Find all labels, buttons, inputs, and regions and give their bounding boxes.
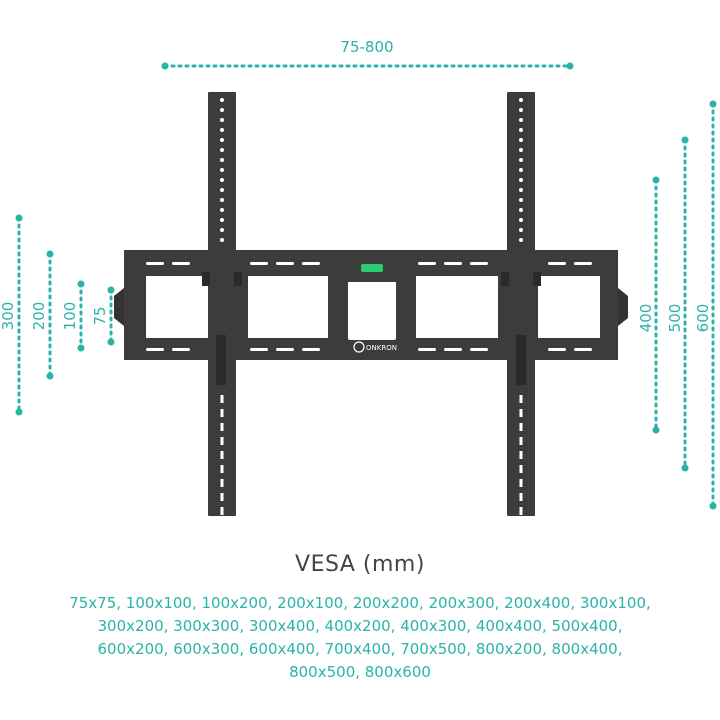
arm-hole [220,238,224,242]
arm-hole [519,208,523,212]
arm-slot [220,437,224,445]
arm-slot [519,409,523,417]
arm-hole [220,168,224,172]
height-label-300: 300 [0,302,17,331]
plate-slots-bottom [146,348,592,351]
arm-slot [220,465,224,473]
vesa-sizes-line: 600x200, 600x300, 600x400, 700x400, 700x… [97,640,623,658]
arm-slot [519,437,523,445]
brand-logo-text: ONKRON [366,344,397,352]
arm-hole [519,128,523,132]
arm-hole [519,148,523,152]
arm-slot [220,507,224,515]
arm-slot [519,423,523,431]
wall-plate: ONKRON [114,250,628,360]
arm-slot [220,451,224,459]
arm-hole [220,208,224,212]
vesa-sizes-line: 300x200, 300x300, 300x400, 400x200, 400x… [97,617,623,635]
arm-slot [220,395,224,403]
arm-hole [519,168,523,172]
width-dimension: 75-800 [161,38,574,70]
arm-hole [220,228,224,232]
vesa-sizes-list: 75x75, 100x100, 100x200, 200x100, 200x20… [0,592,720,684]
vesa-sizes-line: 75x75, 100x100, 100x200, 200x100, 200x20… [69,594,651,612]
arm-slot [220,409,224,417]
height-label-500: 500 [666,304,684,333]
arm-hole [220,198,224,202]
arm-hole [519,188,523,192]
height-label-75: 75 [91,306,109,325]
width-range-label: 75-800 [340,38,393,56]
brand-logo: ONKRON [353,341,397,353]
arm-hole [519,218,523,222]
arm-slot [519,507,523,515]
arm-hole [220,218,224,222]
arm-slot [519,465,523,473]
arm-hole [519,138,523,142]
arm-slot [519,479,523,487]
plate-slots-top [146,262,592,265]
arm-slot [220,423,224,431]
arm-hole [519,238,523,242]
height-label-100: 100 [61,302,79,331]
arm-slot [519,451,523,459]
arm-slot [519,493,523,501]
arm-slot [220,479,224,487]
height-label-200: 200 [30,302,48,331]
left-mounting-arm [202,92,242,516]
vesa-title: VESA (mm) [295,552,425,577]
arm-hole [220,138,224,142]
arm-hole [220,148,224,152]
arm-hole [220,188,224,192]
arm-hole [519,158,523,162]
arm-hole [220,98,224,102]
height-label-600: 600 [694,304,712,333]
arm-slot [519,395,523,403]
arm-hole [220,158,224,162]
right-height-dimensions: 400 500 600 [637,100,717,510]
arm-hole [519,98,523,102]
vesa-sizes-line: 800x500, 800x600 [289,663,431,681]
height-label-400: 400 [637,304,655,333]
right-mounting-arm [501,92,541,516]
arm-hole [519,118,523,122]
left-height-dimensions: 300 200 100 75 [0,214,115,416]
arm-hole [220,118,224,122]
arm-hole [220,128,224,132]
arm-hole [519,178,523,182]
arm-hole [220,108,224,112]
arm-hole [519,198,523,202]
arm-hole [519,108,523,112]
arm-hole [519,228,523,232]
arm-slot [220,493,224,501]
bubble-level-icon [361,264,383,272]
arm-hole [220,178,224,182]
